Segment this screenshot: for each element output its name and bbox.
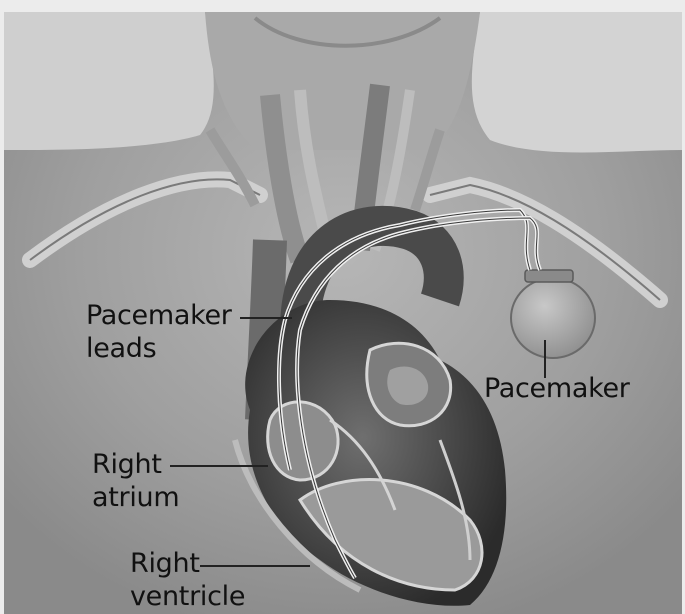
- pacemaker-leads-label-line2: leads: [86, 334, 156, 364]
- pacemaker-leads-label-line1: Pacemaker: [86, 301, 232, 331]
- pacemaker-label: Pacemaker: [484, 374, 630, 404]
- neck: [205, 12, 480, 150]
- right-atrium-label-line2: atrium: [92, 483, 179, 513]
- right-ventricle-label-line1: Right: [130, 549, 200, 579]
- right-atrium-label-line1: Right: [92, 450, 162, 480]
- pacemaker-device: [511, 278, 595, 358]
- left-shoulder-shading: [4, 12, 214, 150]
- right-shoulder-shading: [472, 12, 682, 153]
- pacemaker-header: [525, 270, 573, 282]
- right-ventricle-label-line2: ventricle: [130, 582, 245, 612]
